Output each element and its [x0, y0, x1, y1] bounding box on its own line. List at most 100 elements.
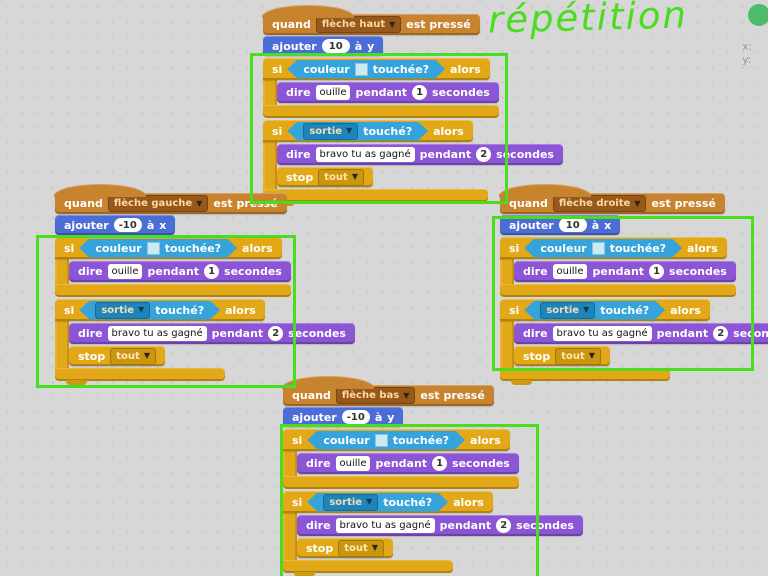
say-message-field[interactable]: bravo tu as gagné [335, 518, 435, 533]
if-exit-touched-block[interactable]: si sortie ▼ touché? alors dire bravo tu … [283, 491, 583, 576]
say-bravo-block[interactable]: dire bravo tu as gagné pendant 2 seconde… [277, 144, 563, 165]
stop-dropdown[interactable]: tout ▼ [318, 168, 364, 186]
say-bravo-block[interactable]: dire bravo tu as gagné pendant 2 seconde… [69, 323, 355, 344]
stop-block[interactable]: stop tout ▼ [514, 346, 610, 366]
sprite-dropdown[interactable]: sortie ▼ [95, 302, 150, 319]
stop-block[interactable]: stop tout ▼ [297, 538, 393, 558]
color-swatch[interactable] [147, 242, 160, 255]
color-swatch[interactable] [592, 242, 605, 255]
stop-dropdown[interactable]: tout ▼ [555, 347, 601, 365]
color-swatch[interactable] [355, 63, 368, 76]
if-header[interactable]: si sortie ▼ touché? alors [263, 120, 473, 142]
say-message-field[interactable]: bravo tu as gagné [552, 326, 652, 341]
motion-label-a: à [354, 39, 363, 53]
key-dropdown[interactable]: flèche haut ▼ [315, 16, 402, 33]
condition-couleur-touchee[interactable]: couleur touchée? [524, 239, 682, 258]
change-var-block[interactable]: ajouter 10 à x [500, 215, 621, 235]
hat-block-when-key-pressed[interactable]: quand flèche bas ▼ est pressé [282, 376, 494, 406]
say-label-secondes: secondes [496, 148, 554, 161]
say-ouille-block[interactable]: dire ouille pendant 1 secondes [297, 453, 519, 474]
annotation-rect-droite [492, 216, 754, 371]
hex-label-couleur: couleur [303, 62, 350, 76]
delta-value-pill[interactable]: 10 [321, 39, 350, 53]
hat-block-when-key-pressed[interactable]: quand flèche haut ▼ est pressé [262, 5, 480, 35]
dropdown-arrow-icon: ▼ [583, 305, 590, 314]
if-header[interactable]: si sortie ▼ touché? alors [283, 491, 493, 513]
condition-couleur-touchee[interactable]: couleur touchée? [287, 60, 445, 79]
dropdown-arrow-icon: ▼ [371, 543, 378, 552]
delta-value-pill[interactable]: -10 [341, 410, 370, 424]
condition-couleur-touchee[interactable]: couleur touchée? [79, 239, 237, 258]
seconds-value[interactable]: 1 [412, 85, 428, 100]
if-color-touched-block[interactable]: si couleur touchée? alors dire ouille pe… [500, 237, 736, 297]
if-header[interactable]: si couleur touchée? alors [283, 429, 510, 451]
stop-dropdown[interactable]: tout ▼ [110, 347, 156, 365]
key-dropdown-value: flèche gauche [113, 198, 193, 209]
say-label-secondes: secondes [432, 86, 490, 99]
hat-block-when-key-pressed[interactable]: quand flèche gauche ▼ est pressé [54, 184, 287, 214]
say-message-field[interactable]: bravo tu as gagné [315, 147, 415, 162]
if-header[interactable]: si sortie ▼ touché? alors [55, 299, 265, 321]
key-dropdown[interactable]: flèche droite ▼ [552, 195, 647, 212]
hat-block-when-key-pressed[interactable]: quand flèche droite ▼ est pressé [499, 184, 725, 214]
key-dropdown-value: flèche bas [341, 390, 400, 401]
if-label-si: si [509, 241, 520, 255]
if-exit-touched-block[interactable]: si sortie ▼ touché? alors dire bravo tu … [55, 299, 355, 385]
condition-sortie-touche[interactable]: sortie ▼ touché? [307, 493, 448, 512]
key-dropdown[interactable]: flèche bas ▼ [335, 387, 416, 404]
if-color-touched-block[interactable]: si couleur touchée? alors dire ouille pe… [55, 237, 291, 297]
sprite-dropdown[interactable]: sortie ▼ [323, 494, 378, 511]
change-var-block[interactable]: ajouter 10 à y [263, 36, 384, 56]
change-var-block[interactable]: ajouter -10 à y [283, 407, 404, 427]
condition-sortie-touche[interactable]: sortie ▼ touché? [287, 122, 428, 141]
key-dropdown-value: flèche droite [558, 198, 631, 209]
say-ouille-block[interactable]: dire ouille pendant 1 secondes [514, 261, 736, 282]
delta-value-pill[interactable]: -10 [113, 218, 142, 232]
seconds-value[interactable]: 1 [432, 456, 448, 471]
say-message-field[interactable]: bravo tu as gagné [107, 326, 207, 341]
stop-block[interactable]: stop tout ▼ [69, 346, 165, 366]
say-message-field[interactable]: ouille [335, 456, 371, 471]
if-header[interactable]: si couleur touchée? alors [55, 237, 282, 259]
if-color-touched-block[interactable]: si couleur touchée? alors dire ouille pe… [263, 58, 499, 118]
say-bravo-block[interactable]: dire bravo tu as gagné pendant 2 seconde… [514, 323, 768, 344]
say-ouille-block[interactable]: dire ouille pendant 1 secondes [277, 82, 499, 103]
dropdown-arrow-icon: ▼ [588, 351, 595, 360]
if-header[interactable]: si sortie ▼ touché? alors [500, 299, 710, 321]
script-fleche-gauche: quand flèche gauche ▼ est pressé ajouter… [54, 184, 355, 385]
say-message-field[interactable]: ouille [315, 85, 351, 100]
if-spine [283, 451, 297, 476]
color-swatch[interactable] [375, 434, 388, 447]
condition-couleur-touchee[interactable]: couleur touchée? [307, 431, 465, 450]
if-label-alors: alors [225, 303, 256, 317]
if-color-touched-block[interactable]: si couleur touchée? alors dire ouille pe… [283, 429, 519, 489]
sprite-dropdown[interactable]: sortie ▼ [303, 123, 358, 140]
say-bravo-block[interactable]: dire bravo tu as gagné pendant 2 seconde… [297, 515, 583, 536]
hat-label-presse: est pressé [651, 197, 716, 210]
if-header[interactable]: si couleur touchée? alors [500, 237, 727, 259]
stop-dropdown[interactable]: tout ▼ [338, 539, 384, 557]
if-exit-touched-block[interactable]: si sortie ▼ touché? alors dire bravo tu … [263, 120, 563, 206]
seconds-value[interactable]: 2 [268, 326, 284, 341]
delta-value-pill[interactable]: 10 [558, 218, 587, 232]
seconds-value[interactable]: 1 [649, 264, 665, 279]
if-spine [55, 259, 69, 284]
seconds-value[interactable]: 2 [713, 326, 729, 341]
say-ouille-block[interactable]: dire ouille pendant 1 secondes [69, 261, 291, 282]
stop-block[interactable]: stop tout ▼ [277, 167, 373, 187]
condition-sortie-touche[interactable]: sortie ▼ touché? [79, 301, 220, 320]
say-label: dire [523, 265, 548, 278]
stop-label: stop [286, 170, 314, 184]
if-exit-touched-block[interactable]: si sortie ▼ touché? alors dire bravo tu … [500, 299, 768, 385]
say-message-field[interactable]: ouille [107, 264, 143, 279]
seconds-value[interactable]: 2 [496, 518, 512, 533]
condition-sortie-touche[interactable]: sortie ▼ touché? [524, 301, 665, 320]
say-message-field[interactable]: ouille [552, 264, 588, 279]
if-header[interactable]: si couleur touchée? alors [263, 58, 490, 80]
sprite-dropdown[interactable]: sortie ▼ [540, 302, 595, 319]
hat-label-quand: quand [64, 197, 103, 210]
seconds-value[interactable]: 1 [204, 264, 220, 279]
change-var-block[interactable]: ajouter -10 à x [55, 215, 176, 235]
seconds-value[interactable]: 2 [476, 147, 492, 162]
key-dropdown[interactable]: flèche gauche ▼ [107, 195, 209, 212]
